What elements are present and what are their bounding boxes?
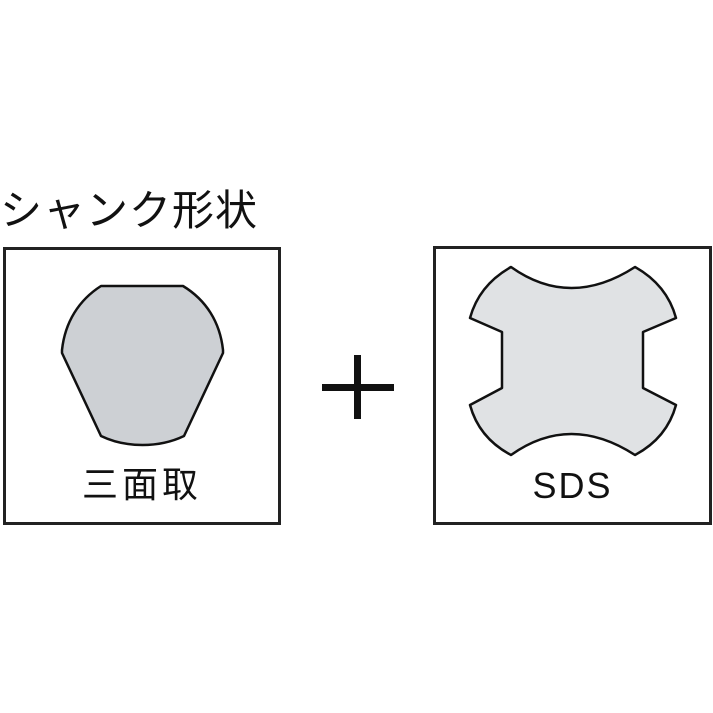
- three-flat-label: 三面取: [81, 465, 202, 506]
- sds-shank-icon: [468, 265, 678, 457]
- sds-shank-panel: SDS: [433, 246, 712, 525]
- three-flat-shank-icon: [60, 284, 225, 447]
- three-flat-shank-panel: 三面取: [3, 247, 281, 525]
- shank-shape-title: シャンク形状: [0, 186, 259, 235]
- plus-icon: [320, 347, 396, 427]
- sds-label: SDS: [532, 465, 613, 506]
